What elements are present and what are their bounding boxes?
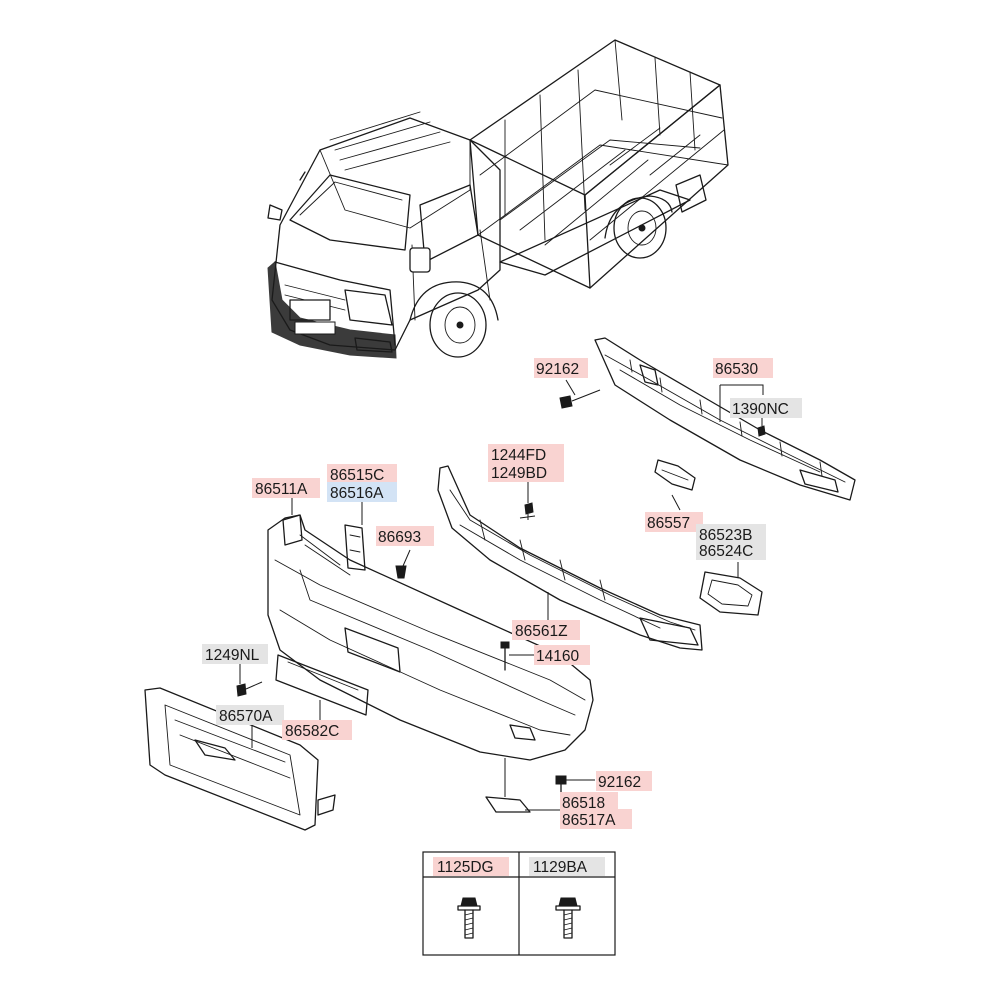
bolt-flange-icon <box>457 897 481 939</box>
part-label-1249bd: 1249BD <box>488 462 564 482</box>
part-label-14160: 14160 <box>534 645 590 665</box>
bolt-1249nl-icon <box>236 664 263 697</box>
svg-text:92162: 92162 <box>598 774 641 791</box>
part-label-86530: 86530 <box>713 358 773 378</box>
part-label-86518: 86518 <box>560 792 618 812</box>
svg-text:86515C: 86515C <box>330 467 384 484</box>
leader-86530 <box>719 384 764 422</box>
svg-text:86523B: 86523B <box>699 527 752 544</box>
part-label-92162-top: 92162 <box>534 358 588 378</box>
bolt-92162-top-icon <box>559 389 601 409</box>
front-wheel <box>409 281 499 358</box>
truck-illustration <box>267 39 729 359</box>
front-bumper-86511a <box>267 514 594 761</box>
bracket-86557 <box>654 459 696 511</box>
svg-text:86518: 86518 <box>562 795 605 812</box>
lower-garnish-86561z <box>437 465 703 651</box>
rear-wheel <box>604 195 673 259</box>
bolt-92162-bottom-icon <box>555 775 595 796</box>
part-label-86570a: 86570A <box>216 705 284 725</box>
part-label-86511a: 86511A <box>252 478 320 498</box>
clip-1390nc-icon <box>757 416 766 437</box>
part-label-86557: 86557 <box>645 512 703 532</box>
svg-text:1390NC: 1390NC <box>732 401 789 418</box>
svg-text:86693: 86693 <box>378 529 421 546</box>
screw-14160-icon <box>500 641 535 671</box>
svg-text:86582C: 86582C <box>285 723 339 740</box>
part-label-1249nl: 1249NL <box>202 644 268 664</box>
svg-text:86516A: 86516A <box>330 485 384 502</box>
part-label-1390nc: 1390NC <box>730 398 802 418</box>
part-label-86517a: 86517A <box>560 809 632 829</box>
part-label-1244fd: 1244FD <box>488 444 564 464</box>
part-label-92162-bottom: 92162 <box>596 771 652 791</box>
leader-92162-top <box>565 379 576 396</box>
svg-text:14160: 14160 <box>536 648 579 665</box>
cab <box>267 111 501 359</box>
svg-text:86530: 86530 <box>715 361 758 378</box>
svg-text:86524C: 86524C <box>699 543 753 560</box>
part-label-86516a: 86516A <box>327 482 397 502</box>
part-label-86524c: 86524C <box>696 540 766 560</box>
svg-text:86511A: 86511A <box>255 481 308 498</box>
part-label-86515c: 86515C <box>327 464 397 484</box>
part-label-86582c: 86582C <box>282 720 352 740</box>
cargo-bed <box>469 39 729 289</box>
clip-86693-icon <box>395 549 411 579</box>
svg-text:1125DG: 1125DG <box>437 859 494 876</box>
svg-text:1249NL: 1249NL <box>205 647 260 664</box>
part-label-86693: 86693 <box>376 526 434 546</box>
svg-text:86557: 86557 <box>647 515 690 532</box>
svg-text:92162: 92162 <box>536 361 579 378</box>
svg-text:86570A: 86570A <box>219 708 273 725</box>
legend-item-1125dg: 1125DG <box>433 857 509 876</box>
bracket-86518 <box>485 758 560 813</box>
svg-text:1244FD: 1244FD <box>491 447 546 464</box>
part-label-86561z: 86561Z <box>512 620 580 640</box>
part-label-86523b: 86523B <box>696 524 766 544</box>
bolt-washer-icon <box>555 897 581 939</box>
svg-text:86561Z: 86561Z <box>515 623 568 640</box>
legend-item-1129ba: 1129BA <box>529 857 605 876</box>
bracket-86515c <box>344 500 366 571</box>
bolt-1244fd-icon <box>519 482 536 520</box>
svg-text:1249BD: 1249BD <box>491 465 547 482</box>
fog-lamp-bezel <box>699 562 763 616</box>
license-plate-bracket-86582c <box>275 654 369 720</box>
svg-text:1129BA: 1129BA <box>533 859 588 876</box>
lower-grille-86570a <box>144 687 336 831</box>
svg-text:86517A: 86517A <box>562 812 616 829</box>
fastener-legend-table: 1125DG 1129BA <box>422 851 616 956</box>
